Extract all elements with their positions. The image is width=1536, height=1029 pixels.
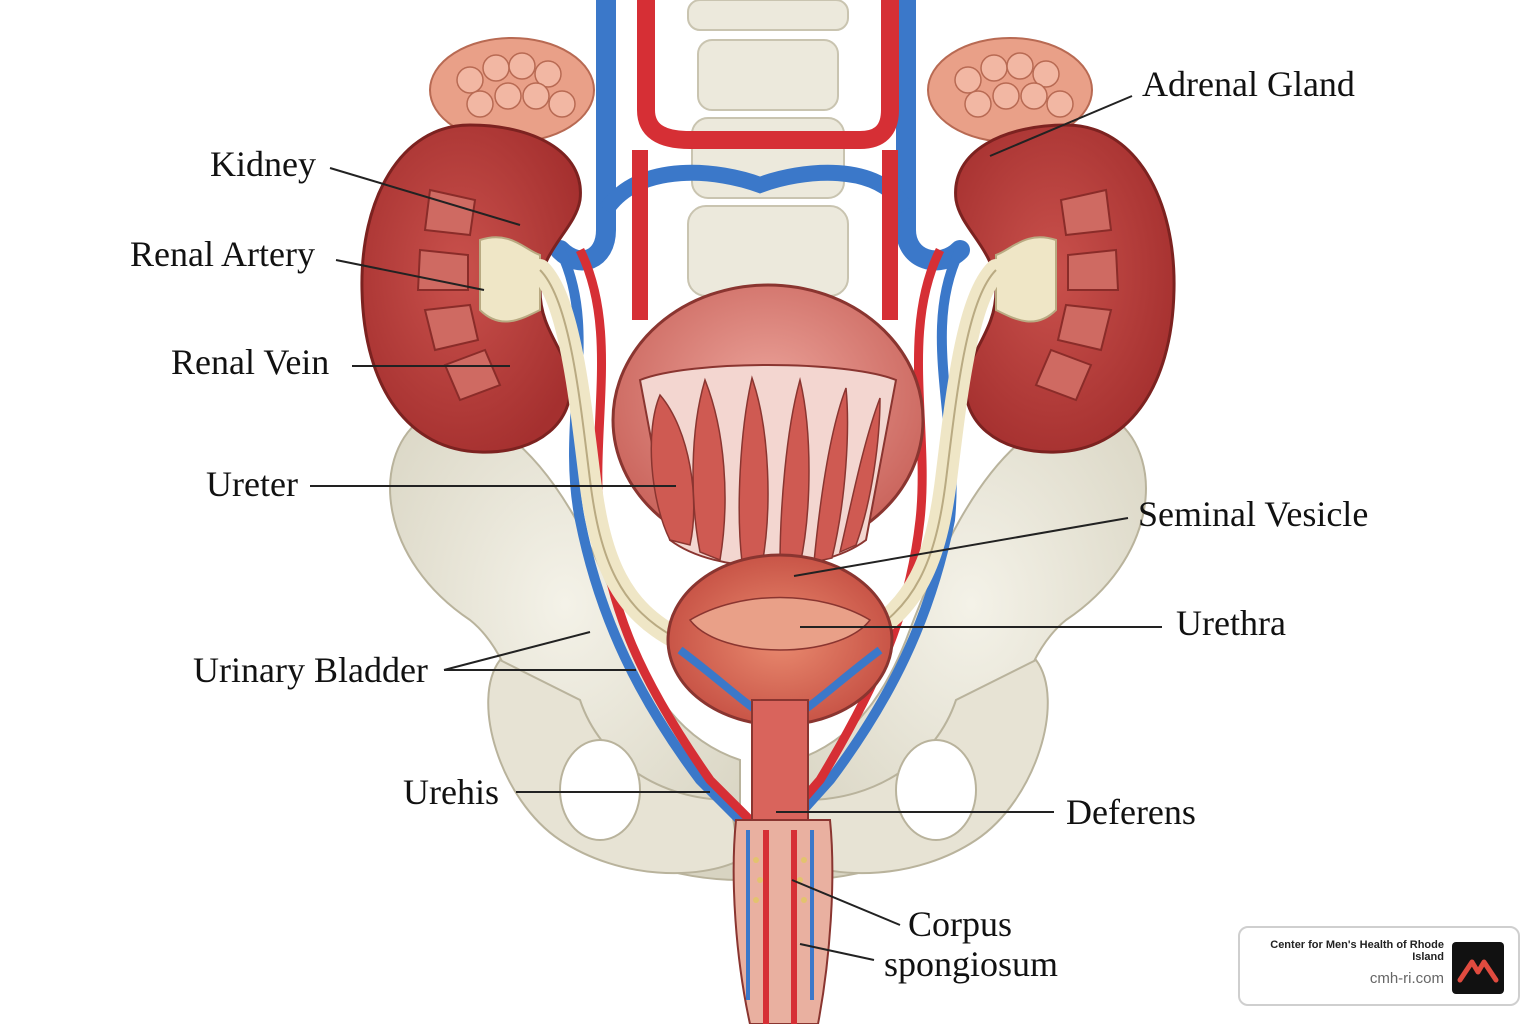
label-corpus: Corpus [908, 904, 1013, 944]
bladder-upper [611, 283, 925, 568]
leader-lines [310, 95, 1162, 961]
label-urinary-bladder: Urinary Bladder [193, 650, 428, 690]
credit-name: Center for Men's Health of Rhode Island [1270, 939, 1444, 963]
kidneys [360, 123, 1176, 454]
credit-badge: Center for Men's Health of Rhode Island … [1238, 926, 1520, 1006]
adrenal-glands [429, 37, 1093, 143]
bladder-lower [666, 553, 894, 727]
ureters [529, 259, 1007, 651]
label-renal-artery: Renal Artery [130, 234, 315, 274]
label-ureter: Ureter [206, 464, 298, 504]
credit-url: cmh-ri.com [1369, 970, 1444, 987]
pelvis [389, 418, 1147, 882]
label-deferens: Deferens [1066, 792, 1196, 832]
label-spongiosum: spongiosum [884, 944, 1059, 984]
label-seminal-vesicle: Seminal Vesicle [1138, 494, 1369, 534]
label-urehis: Urehis [403, 772, 499, 812]
label-urethra: Urethra [1176, 603, 1286, 643]
label-adrenal-gland: Adrenal Gland [1142, 64, 1355, 104]
brand-logo-icon [1452, 942, 1504, 994]
label-kidney: Kidney [210, 144, 316, 184]
urethra-shaft [732, 699, 834, 1025]
label-renal-vein: Renal Vein [171, 342, 330, 382]
